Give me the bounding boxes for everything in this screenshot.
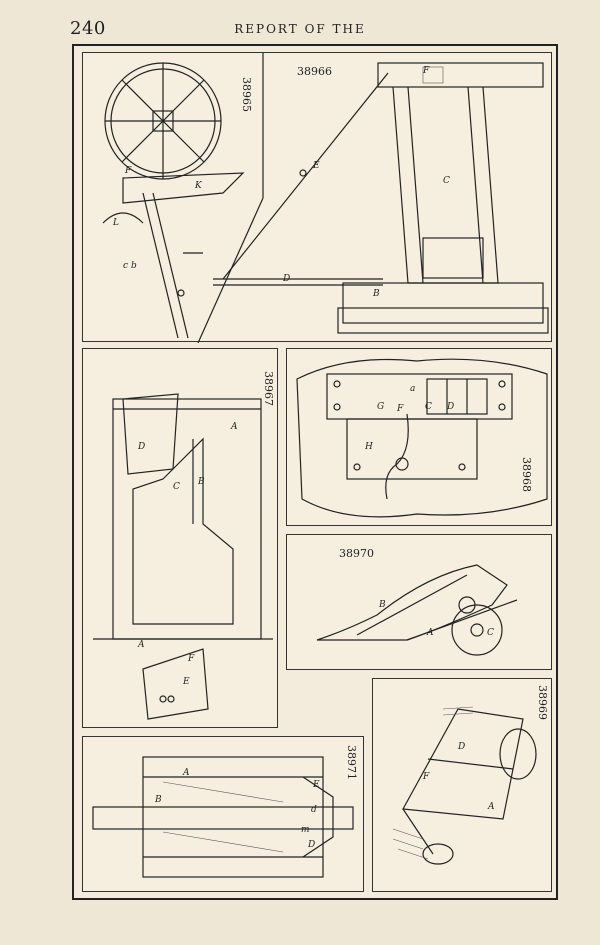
plate-frame: F K L b c E C D B F 38965 38966 xyxy=(72,44,558,900)
figure-38970-drawing: 38970 B A C xyxy=(316,547,518,656)
figure-38965-38966-panel: F K L b c E C D B F 38965 38966 xyxy=(82,52,552,343)
svg-text:F: F xyxy=(422,66,430,76)
svg-text:C: C xyxy=(425,402,432,412)
svg-text:A: A xyxy=(487,802,495,812)
svg-text:A: A xyxy=(182,768,190,778)
svg-text:A: A xyxy=(230,422,238,432)
svg-text:m: m xyxy=(301,825,310,835)
figure-label-38971: 38971 xyxy=(345,745,358,780)
svg-text:D: D xyxy=(137,442,145,452)
svg-text:B: B xyxy=(372,289,380,299)
svg-text:E: E xyxy=(182,677,190,687)
svg-text:F: F xyxy=(124,166,132,176)
svg-text:A: A xyxy=(137,640,145,650)
svg-text:H: H xyxy=(364,442,373,452)
svg-text:F: F xyxy=(422,772,430,782)
svg-text:E: E xyxy=(312,161,320,171)
svg-text:F: F xyxy=(187,654,195,664)
running-head: REPORT OF THE xyxy=(234,22,366,36)
svg-text:D: D xyxy=(282,274,290,284)
svg-text:C: C xyxy=(443,176,450,186)
svg-text:B: B xyxy=(197,477,205,487)
figure-label-38970: 38970 xyxy=(339,547,374,560)
svg-text:D: D xyxy=(457,742,465,752)
svg-text:D: D xyxy=(446,402,454,412)
svg-text:D: D xyxy=(307,840,315,850)
figure-38971-panel: A B E D m d 38971 xyxy=(82,736,364,892)
svg-text:B: B xyxy=(378,600,386,610)
svg-text:G: G xyxy=(377,402,384,412)
svg-text:E: E xyxy=(312,780,320,790)
svg-text:C: C xyxy=(173,482,180,492)
figure-38968-panel: a C D G F H 38968 xyxy=(286,348,552,526)
figure-38968-drawing: a C D G F H xyxy=(296,358,548,518)
figure-38967-panel: D C B A A E F 38967 xyxy=(82,348,278,728)
figure-label-38967: 38967 xyxy=(262,371,275,406)
svg-text:d: d xyxy=(311,805,317,815)
figure-label-38969: 38969 xyxy=(536,685,549,720)
figure-38971-drawing: A B E D m d xyxy=(92,756,354,878)
svg-text:A: A xyxy=(426,628,434,638)
figure-38970-panel: 38970 B A C xyxy=(286,534,552,670)
svg-text:c: c xyxy=(123,261,128,271)
svg-text:F: F xyxy=(396,404,404,414)
svg-text:B: B xyxy=(154,795,162,805)
page-number: 240 xyxy=(70,18,106,39)
figure-38967-drawing: D C B A A E F xyxy=(93,393,273,720)
figure-38965-38966-drawing: F K L b c E C D B F xyxy=(102,53,549,343)
svg-text:K: K xyxy=(194,181,203,191)
svg-text:C: C xyxy=(487,628,494,638)
svg-text:a: a xyxy=(410,384,415,394)
svg-text:b: b xyxy=(131,261,137,271)
figure-38969-drawing: D F A xyxy=(392,706,537,865)
figure-label-38966: 38966 xyxy=(297,65,332,78)
svg-text:L: L xyxy=(112,218,119,228)
figure-label-38965: 38965 xyxy=(240,77,253,112)
figure-label-38968: 38968 xyxy=(520,457,533,492)
figure-38969-panel: D F A 38969 xyxy=(372,678,552,892)
